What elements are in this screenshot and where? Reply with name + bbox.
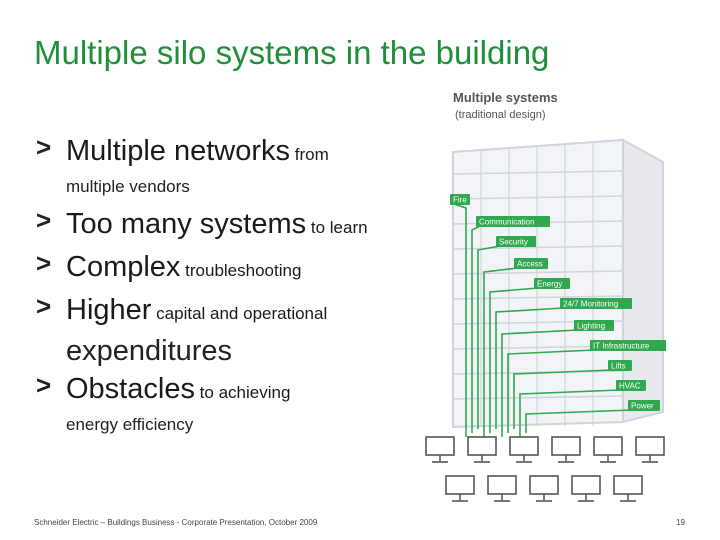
system-label-2: Security — [499, 238, 528, 247]
system-label-box — [560, 298, 632, 309]
bullet-continuation: multiple vendors — [66, 177, 190, 196]
bullet-main: Multiple networks — [66, 135, 291, 167]
system-label-6: Lighting — [577, 322, 605, 331]
monitor-icon — [529, 475, 559, 495]
system-wire — [501, 329, 579, 437]
system-label-5: 24/7 Monitoring — [563, 300, 618, 309]
system-wire — [495, 307, 565, 429]
monitor-icon — [551, 436, 581, 456]
system-wire — [489, 287, 539, 433]
system-label-7: IT Infrastructure — [593, 342, 650, 351]
system-label-box — [476, 216, 550, 227]
bullet-main: Higher — [66, 294, 152, 326]
system-label-9: HVAC — [619, 382, 641, 391]
bullet-main: Obstacles — [66, 373, 195, 405]
monitor-icon — [613, 475, 643, 495]
bullet-rest: troubleshooting — [180, 261, 302, 280]
system-label-3: Access — [517, 260, 543, 269]
bullet-rest: to achieving — [194, 383, 291, 402]
system-label-0: Fire — [453, 196, 467, 205]
chevron-right-icon: > — [36, 132, 52, 162]
monitor-icon — [467, 436, 497, 456]
system-label-box — [608, 360, 632, 371]
system-label-8: Lifts — [611, 362, 626, 371]
system-label-box — [534, 278, 570, 289]
bullet-main: Complex — [66, 251, 181, 283]
monitor-icon — [509, 436, 539, 456]
chevron-right-icon: > — [36, 248, 52, 278]
workstations — [425, 436, 665, 502]
bullet-rest: to learn — [306, 218, 368, 237]
monitor-icon — [487, 475, 517, 495]
system-wire — [525, 409, 633, 433]
system-label-box — [628, 400, 660, 411]
footer-text: Schneider Electric – Buildings Business … — [34, 518, 318, 527]
monitor-icon — [593, 436, 623, 456]
bullet-item: > Obstacles to achieving energy efficien… — [34, 370, 424, 437]
system-wire — [477, 245, 501, 429]
chevron-right-icon: > — [36, 205, 52, 235]
bullet-list: > Multiple networks from multiple vendor… — [34, 132, 424, 437]
system-label-box — [574, 320, 614, 331]
monitor-icon — [635, 436, 665, 456]
building-side — [622, 138, 664, 424]
system-wire — [483, 267, 519, 437]
monitor-icon — [425, 436, 455, 456]
bullet-continuation: energy efficiency — [66, 415, 194, 434]
system-label-box — [496, 236, 536, 247]
system-wire — [519, 389, 621, 437]
monitor-icon — [571, 475, 601, 495]
system-wire — [513, 369, 613, 429]
bullet-rest: from — [290, 145, 329, 164]
bullet-item: > Multiple networks from multiple vendor… — [34, 132, 424, 199]
bullet-item: > Too many systems to learn — [34, 205, 424, 248]
bullet-continuation: expenditures — [66, 335, 233, 367]
system-label-box — [514, 258, 548, 269]
monitor-icon — [445, 475, 475, 495]
system-label-10: Power — [631, 402, 654, 411]
system-wire — [453, 203, 467, 437]
system-label-box — [450, 194, 470, 205]
bullet-item: > Higher capital and operational expendi… — [34, 291, 424, 368]
system-label-4: Energy — [537, 280, 562, 289]
system-label-box — [590, 340, 666, 351]
system-wire — [471, 225, 481, 433]
network-wires — [453, 203, 633, 437]
slide-title: Multiple silo systems in the building — [34, 34, 550, 71]
diagram-subtitle: (traditional design) — [455, 109, 546, 121]
page-number: 19 — [676, 518, 685, 527]
bullet-rest: capital and operational — [151, 304, 328, 323]
chevron-right-icon: > — [36, 291, 52, 321]
bullet-item: > Complex troubleshooting — [34, 248, 424, 291]
multiple-systems-diagram: Multiple systems (traditional design) Fi… — [425, 90, 666, 502]
system-label-box — [616, 380, 646, 391]
system-wire — [507, 349, 595, 433]
chevron-right-icon: > — [36, 370, 52, 400]
system-label-1: Communication — [479, 218, 535, 227]
bullet-main: Too many systems — [66, 208, 307, 240]
diagram-title: Multiple systems — [453, 90, 558, 105]
